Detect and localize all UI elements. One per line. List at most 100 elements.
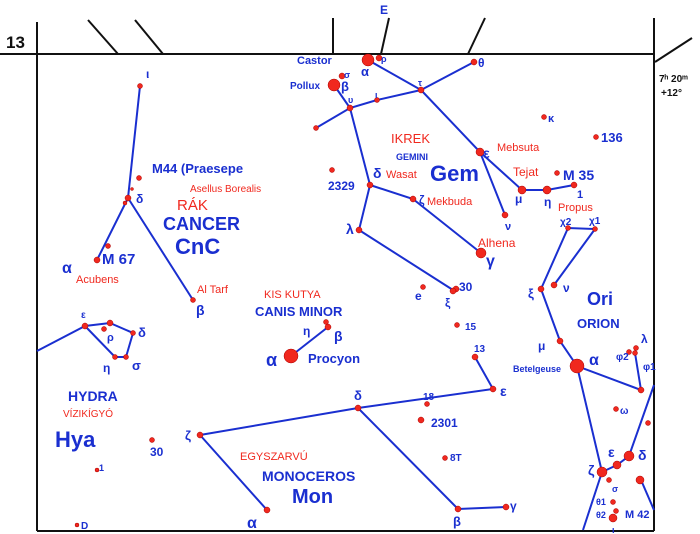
label-lambda-gem: λ: [346, 221, 354, 237]
constellation-line: [127, 197, 194, 301]
star: [329, 167, 335, 173]
constellation-line: [96, 85, 141, 261]
direction-arrow: [134, 19, 164, 55]
label-n30: 30: [459, 280, 473, 294]
constellation-line: [540, 226, 597, 290]
constellation-line: [601, 384, 655, 473]
label-eta-gem: η: [544, 195, 551, 209]
label-altarf: Al Tarf: [197, 284, 229, 296]
label-n13: 13: [474, 344, 486, 355]
star: [313, 125, 319, 131]
label-monoceros: MONOCEROS: [262, 468, 355, 484]
star: [606, 477, 612, 483]
label-theta1: θ1: [596, 497, 606, 507]
label-delta-cnc: δ: [136, 192, 143, 206]
label-n15: 15: [465, 322, 477, 333]
star: [324, 323, 332, 331]
label-canisminor: CANIS MINOR: [255, 304, 343, 319]
label-delta-ori: δ: [638, 447, 647, 463]
label-delta-mon: δ: [354, 388, 362, 403]
label-theta2: θ2: [596, 510, 606, 520]
label-alpha-cnc: α: [62, 260, 72, 277]
star: [94, 467, 100, 473]
star: [565, 225, 571, 231]
star: [626, 349, 632, 355]
label-chi1: χ1: [589, 216, 601, 227]
label-propus: Propus: [558, 202, 593, 214]
label-m35: M 35: [563, 167, 594, 183]
label-sigma-hya: σ: [132, 358, 141, 373]
star: [74, 522, 80, 528]
label-delta-gem: δ: [373, 165, 382, 181]
star: [613, 508, 619, 514]
label-zeta-gem: ζ: [419, 193, 425, 207]
constellation-line: [199, 434, 268, 511]
star: [635, 475, 645, 485]
label-epsilon-gem: ε: [483, 145, 490, 161]
star: [361, 53, 375, 67]
star: [101, 326, 107, 332]
label-hydra: HYDRA: [68, 388, 118, 404]
label-epsilon-hya: ε: [81, 310, 86, 321]
header-arrow-e: E: [380, 3, 388, 17]
star: [196, 431, 204, 439]
label-nu-gem: ν: [505, 221, 511, 233]
star: [374, 97, 380, 103]
label-epsilon-ori: ε: [608, 444, 615, 460]
label-alpha-mon: α: [247, 515, 257, 532]
label-vizikigyo: VÍZIKÍGYÓ: [63, 407, 113, 420]
star: [263, 506, 271, 514]
header-chart-number: 13: [6, 33, 25, 52]
star: [442, 455, 448, 461]
label-egyszarvu: EGYSZARVÚ: [240, 450, 308, 463]
star: [424, 401, 430, 407]
star: [633, 345, 639, 351]
star: [471, 353, 479, 361]
star: [517, 185, 527, 195]
label-eta-hya: η: [103, 361, 110, 375]
label-gemini: GEMINI: [396, 152, 428, 162]
star: [593, 134, 599, 140]
label-d-hya: D: [81, 521, 88, 532]
label-rho-hya: ρ: [107, 332, 114, 344]
label-n2301: 2301: [431, 416, 458, 430]
star: [130, 330, 136, 336]
star: [501, 211, 509, 219]
star: [346, 104, 354, 112]
label-kappa-gem: κ: [548, 113, 555, 125]
star: [338, 72, 346, 80]
label-zeta-mon: ζ: [185, 428, 191, 443]
label-wasat: Wasat: [386, 169, 417, 181]
constellation-line: [199, 356, 495, 436]
label-xi-ori: ξ: [528, 286, 534, 301]
star: [612, 460, 622, 470]
label-delta-hya: δ: [138, 325, 146, 340]
label-procyon: Procyon: [308, 351, 360, 366]
star: [556, 337, 564, 345]
direction-arrow: [87, 19, 119, 55]
constellation-line: [349, 107, 454, 291]
label-e-star: e: [415, 289, 422, 303]
direction-arrow: [654, 37, 693, 63]
star: [137, 83, 143, 89]
label-phi1: φ1: [643, 362, 656, 373]
constellation-line: [640, 479, 655, 511]
label-m67: M 67: [102, 251, 135, 268]
label-phi2: φ2: [616, 352, 629, 363]
constellation-line: [315, 89, 422, 129]
label-ori: Ori: [587, 289, 613, 309]
star: [454, 505, 462, 513]
label-sigma-ori: σ: [612, 484, 618, 494]
label-alpha-cmi: α: [266, 350, 277, 370]
direction-arrow: [380, 17, 390, 55]
label-castor: Castor: [297, 55, 333, 67]
frame: [0, 17, 693, 532]
star: [541, 114, 547, 120]
star: [475, 147, 485, 157]
label-n2329: 2329: [328, 179, 355, 193]
star: [608, 513, 618, 523]
star: [327, 78, 341, 92]
stars: [74, 53, 651, 528]
star: [632, 350, 638, 356]
label-asellus: Asellus Borealis: [190, 184, 261, 195]
